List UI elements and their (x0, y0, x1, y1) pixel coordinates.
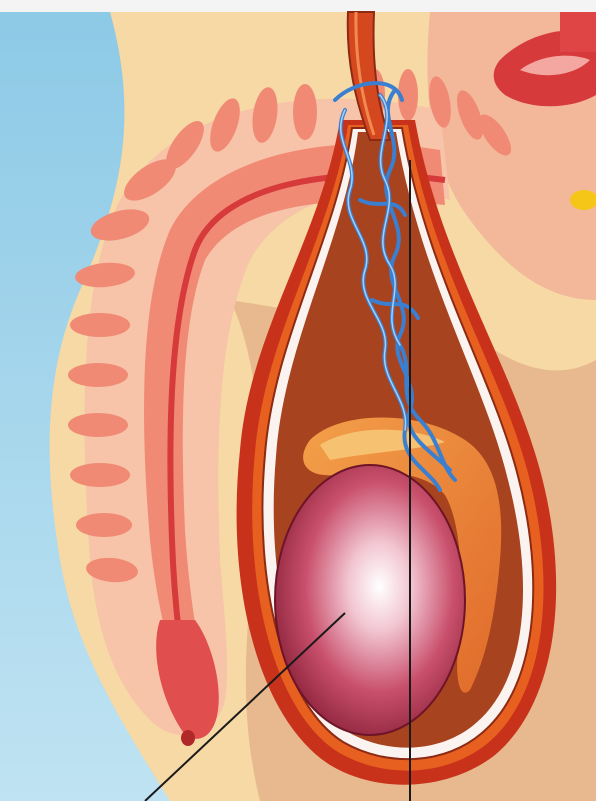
red-top-right-block (560, 12, 596, 52)
urethral-opening (181, 730, 195, 746)
testis (275, 465, 465, 735)
top-white-strip (0, 0, 596, 12)
